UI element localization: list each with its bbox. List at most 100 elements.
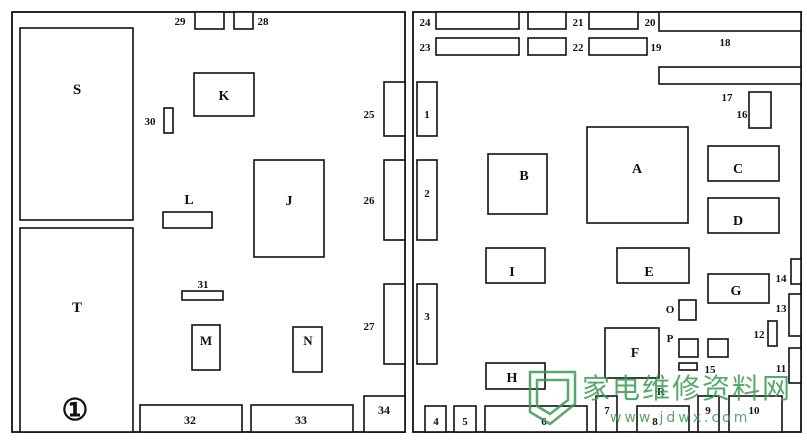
component-g-box xyxy=(707,273,770,304)
component-23-box xyxy=(435,37,520,56)
component-7-label: 7 xyxy=(604,405,610,417)
component-3-box xyxy=(416,283,438,365)
component-d-label: D xyxy=(733,214,743,229)
component-r-label: R xyxy=(657,386,666,398)
component-27-box xyxy=(383,283,406,365)
component-o-box xyxy=(678,299,697,321)
component-b-label: B xyxy=(519,169,528,184)
component-5-label: 5 xyxy=(462,416,468,428)
component-19-label: 19 xyxy=(651,42,663,54)
component-n-label: N xyxy=(303,333,313,348)
component-k-box xyxy=(193,72,255,117)
component-17-label: 17 xyxy=(722,92,734,104)
component-k-label: K xyxy=(219,89,230,104)
component-6-box xyxy=(484,405,588,433)
component-14-label: 14 xyxy=(776,273,788,285)
component-7-box xyxy=(595,395,618,433)
component-5-box xyxy=(453,405,477,433)
component-e-label: E xyxy=(644,265,653,280)
component-30-label: 30 xyxy=(145,116,157,128)
component-c-label: C xyxy=(733,162,743,177)
watermark-logo-icon xyxy=(528,370,577,426)
component-4-label: 4 xyxy=(433,416,439,428)
component-m-box xyxy=(191,324,221,371)
component-12-box xyxy=(767,320,778,347)
component-25-label: 25 xyxy=(364,109,376,121)
component-t-label: T xyxy=(72,300,82,316)
component-14-box xyxy=(790,258,802,285)
component-g-label: G xyxy=(731,284,742,299)
component-15-box xyxy=(678,362,698,371)
component-10-box xyxy=(728,395,783,433)
component-9-box xyxy=(697,395,720,433)
component-28-label: 28 xyxy=(258,16,270,28)
component-32-box xyxy=(139,404,243,433)
component-e-box xyxy=(616,247,690,284)
component-16-box xyxy=(748,91,772,129)
component-23-label: 23 xyxy=(420,42,432,54)
figure-number: ① xyxy=(62,394,89,427)
component-i-box xyxy=(485,247,546,284)
component-8-label: 8 xyxy=(652,416,658,428)
component-18-strip-bottom xyxy=(658,66,802,85)
component-27-label: 27 xyxy=(364,321,376,333)
component-m-label: M xyxy=(200,333,212,348)
component-j-label: J xyxy=(286,194,293,209)
component-f-box xyxy=(604,327,660,379)
component-l-box xyxy=(162,211,213,229)
watermark-url: www.jdwx.com xyxy=(610,410,750,426)
component-13-label: 13 xyxy=(776,303,788,315)
component-21-box xyxy=(527,11,567,30)
component-15-label: 15 xyxy=(705,364,717,376)
component-28-box xyxy=(233,11,254,30)
component-l-label: L xyxy=(184,193,193,208)
component-a-label: A xyxy=(632,162,643,177)
component-18-strip-top xyxy=(658,11,802,32)
component-c-box xyxy=(707,145,780,182)
component-h-box xyxy=(485,362,546,390)
component-24-box xyxy=(435,11,520,30)
component-31-label: 31 xyxy=(198,279,209,291)
component-a-box xyxy=(586,126,689,224)
component-s-label: S xyxy=(73,82,81,98)
component-3-label: 3 xyxy=(424,311,430,323)
component-h-label: H xyxy=(507,371,518,386)
component-p-box-2 xyxy=(707,338,729,358)
component-n-box xyxy=(292,326,323,373)
component-30-box xyxy=(163,107,174,134)
component-34-label: 34 xyxy=(378,403,390,417)
watermark-text: 家电维修资料网 xyxy=(582,372,792,405)
component-i-label: I xyxy=(509,265,514,280)
component-4-box xyxy=(424,405,447,433)
component-33-box xyxy=(250,404,354,433)
component-f-label: F xyxy=(631,346,640,361)
component-32-label: 32 xyxy=(184,413,196,427)
component-24-label: 24 xyxy=(420,17,432,29)
component-s-box xyxy=(19,27,134,221)
component-18-label: 18 xyxy=(720,37,732,49)
component-p-box-1 xyxy=(678,338,699,358)
component-12-label: 12 xyxy=(754,329,766,341)
watermark: 家电维修资料网 www.jdwx.com xyxy=(528,370,792,426)
component-9-label: 9 xyxy=(705,405,711,417)
component-16-label: 16 xyxy=(737,109,749,121)
component-1-box xyxy=(416,81,438,137)
component-26-label: 26 xyxy=(364,195,376,207)
component-11-label: 11 xyxy=(776,363,786,375)
component-11-box xyxy=(788,347,802,384)
component-p-label: P xyxy=(667,333,674,345)
component-20-label: 20 xyxy=(645,17,657,29)
component-29-box xyxy=(194,11,225,30)
component-1-label: 1 xyxy=(424,109,430,121)
component-31-box xyxy=(181,290,224,301)
component-22-box xyxy=(527,37,567,56)
component-o-label: O xyxy=(666,304,675,316)
component-j-box xyxy=(253,159,325,258)
component-22-label: 22 xyxy=(573,42,585,54)
component-34-box xyxy=(363,395,406,433)
component-10-label: 10 xyxy=(749,405,761,417)
component-2-label: 2 xyxy=(424,188,430,200)
component-19-box xyxy=(588,37,648,56)
component-29-label: 29 xyxy=(175,16,187,28)
